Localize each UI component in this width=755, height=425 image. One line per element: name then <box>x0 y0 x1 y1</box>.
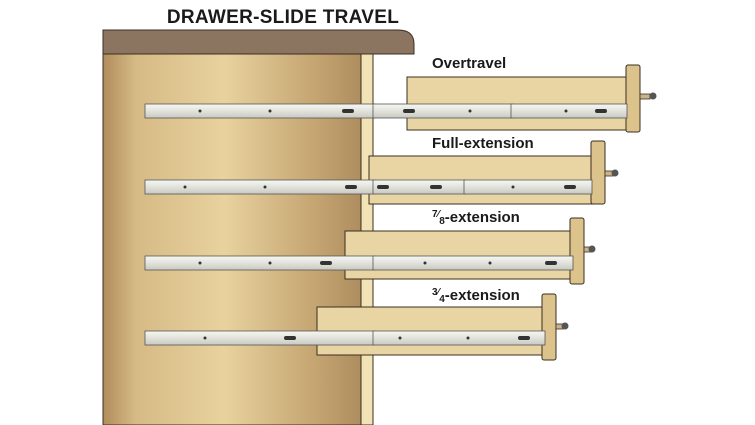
seven-eighths-slide <box>144 255 574 271</box>
label-three-quarter-extension: 3⁄4-extension <box>432 287 520 305</box>
overtravel-slide <box>144 103 628 119</box>
fraction-numerator: 3 <box>432 287 438 298</box>
three-quarter-slide <box>144 330 546 346</box>
label-seven-eighths-extension: 7⁄8-extension <box>432 209 520 227</box>
fraction-numerator: 7 <box>432 209 438 220</box>
fraction-denominator: 4 <box>439 294 445 305</box>
fraction-denominator: 8 <box>439 216 445 227</box>
full-extension-slide <box>144 179 593 195</box>
label-suffix: -extension <box>445 209 520 226</box>
diagram-title: DRAWER-SLIDE TRAVEL <box>167 7 399 28</box>
overtravel-drawer <box>406 64 657 133</box>
countertop <box>102 29 415 55</box>
seven-eighths-drawer <box>344 217 596 285</box>
label-full-extension: Full-extension <box>432 135 534 152</box>
label-overtravel: Overtravel <box>432 55 506 72</box>
label-suffix: -extension <box>445 287 520 304</box>
cabinet <box>102 29 415 425</box>
